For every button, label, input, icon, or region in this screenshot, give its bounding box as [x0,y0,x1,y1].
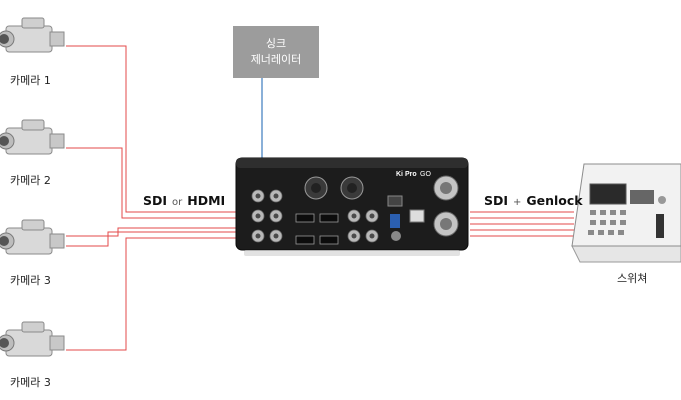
camera-label: 카메라 3 [10,376,51,389]
camera-icon [0,321,65,357]
camera-icon [0,219,65,255]
camera-label: 카메라 3 [10,274,51,287]
input-signal-or: or [172,197,183,208]
sync-label-line2: 제너레이터 [250,53,302,66]
input-cables [66,45,236,351]
output-signal-label: SDI + Genlock [484,193,583,208]
input-signal-label: SDI or HDMI [143,193,225,208]
output-signal-sdi: SDI [484,193,509,208]
camera-label: 카메라 2 [10,174,51,187]
switcher-icon [571,163,681,263]
output-cables [470,211,574,237]
output-signal-plus: + [513,197,522,208]
camera-label: 카메라 1 [10,74,51,87]
output-signal-genlock: Genlock [526,193,583,208]
switcher-label: 스위쳐 [617,272,648,285]
device-brand: Ki Pro [396,171,417,178]
camera-icon [0,119,65,155]
input-signal-hdmi: HDMI [187,193,226,208]
sync-label-line1: 싱크 [265,37,287,50]
device-model: GO [420,171,431,178]
sync-generator-box: 싱크 제너레이터 [233,26,319,78]
input-signal-sdi: SDI [143,193,168,208]
camera-icon [0,17,65,53]
ki-pro-go-device: Ki Pro GO [235,157,469,256]
